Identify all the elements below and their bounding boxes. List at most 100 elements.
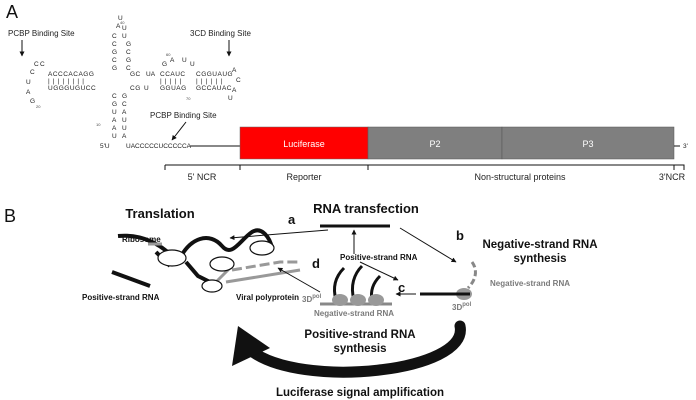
svg-text:C: C	[126, 49, 131, 56]
p3-label: P3	[582, 139, 593, 149]
center-right-arrow	[359, 261, 399, 281]
viral-polyprotein-label: Viral polyprotein	[236, 293, 299, 302]
svg-text:G: G	[122, 93, 127, 100]
svg-text:G: G	[112, 49, 117, 56]
five-prime-end: 5'U	[100, 143, 110, 150]
three-prime-end: 3'	[683, 143, 688, 150]
step-d-arrow	[277, 267, 321, 293]
3cd-binding-site-label: 3CD Binding Site	[190, 29, 251, 38]
svg-text:C: C	[122, 101, 127, 108]
svg-text:A: A	[170, 57, 175, 64]
amplification-arc	[244, 320, 466, 378]
positive-strand-rna-left-label: Positive-strand RNA	[82, 293, 160, 302]
svg-text:C: C	[34, 61, 39, 68]
negative-strand-rna-center-label: Negative-strand RNA	[314, 309, 394, 318]
svg-text:GGUAG: GGUAG	[160, 85, 187, 92]
ribosome-label: Ribosome	[122, 235, 161, 244]
svg-text:U: U	[26, 79, 31, 86]
svg-text:C: C	[236, 77, 241, 84]
svg-text:UGGGUGUCC: UGGGUGUCC	[48, 85, 96, 92]
translation-label: Translation	[125, 206, 194, 221]
svg-text:C: C	[126, 65, 131, 72]
panel-b-label: B	[4, 206, 16, 226]
panel-a-label: A	[6, 2, 18, 22]
svg-text:||||||||: ||||||||	[48, 78, 87, 85]
svg-text:C: C	[112, 41, 117, 48]
svg-text:10: 10	[96, 122, 101, 127]
three-ncr-label: 3'NCR	[659, 172, 686, 182]
step-c-label: c	[398, 280, 405, 295]
p2-label: P2	[429, 139, 440, 149]
svg-text:G: G	[30, 98, 35, 105]
svg-text:G: G	[112, 65, 117, 72]
svg-text:C: C	[112, 33, 117, 40]
svg-text:A: A	[26, 89, 31, 96]
svg-text:A: A	[116, 23, 121, 30]
svg-text:A: A	[122, 109, 127, 116]
positive-strand-rna-center-label: Positive-strand RNA	[340, 253, 418, 262]
svg-text:C: C	[112, 57, 117, 64]
negative-strand-synthesis-line2: synthesis	[513, 253, 566, 265]
luciferase-signal-amplification-label: Luciferase signal amplification	[276, 387, 444, 399]
svg-text:60: 60	[166, 52, 171, 57]
svg-text:U: U	[122, 33, 127, 40]
pcbp-bottom-arrow	[171, 121, 187, 141]
svg-text:C: C	[112, 93, 117, 100]
svg-text:CGGUAUG: CGGUAUG	[196, 71, 233, 78]
svg-text:U: U	[112, 133, 117, 140]
svg-text:A: A	[232, 87, 237, 94]
luciferase-segment	[239, 126, 369, 160]
poly-c-tract: UACCCCCUCCCCCA	[126, 143, 192, 150]
svg-text:G: G	[112, 101, 117, 108]
step-b-label: b	[456, 228, 464, 243]
translation-cluster	[111, 228, 301, 293]
svg-text:GC: GC	[130, 71, 141, 78]
svg-text:CCAUC: CCAUC	[160, 71, 186, 78]
svg-text:C: C	[30, 69, 35, 76]
svg-text:U: U	[182, 57, 187, 64]
svg-text:U: U	[112, 109, 117, 116]
five-ncr-label: 5' NCR	[188, 172, 217, 182]
nonstructural-label: Non-structural proteins	[474, 172, 566, 182]
p2-segment	[367, 126, 503, 160]
svg-text:U: U	[144, 85, 149, 92]
svg-text:|||||: |||||	[160, 78, 184, 85]
region-brackets	[164, 164, 685, 170]
polymerase-center-label: 3Dpol	[302, 294, 322, 304]
svg-text:U: U	[228, 95, 233, 102]
negative-strand-rna-right-label: Negative-strand RNA	[490, 279, 570, 288]
svg-text:A: A	[112, 125, 117, 132]
svg-text:G: G	[126, 41, 131, 48]
luciferase-label: Luciferase	[283, 139, 325, 149]
svg-text:U: U	[190, 61, 195, 68]
svg-text:20: 20	[36, 104, 41, 109]
p3-segment	[501, 126, 675, 160]
svg-text:A: A	[112, 117, 117, 124]
step-b-arrow	[399, 227, 457, 263]
svg-text:G: G	[126, 57, 131, 64]
reporter-label: Reporter	[286, 172, 321, 182]
pcbp-binding-site-top-label: PCBP Binding Site	[8, 29, 75, 38]
rna-transfection-label: RNA transfection	[313, 201, 419, 216]
svg-text:CG: CG	[130, 85, 141, 92]
pcbp-binding-site-bottom-label: PCBP Binding Site	[150, 111, 217, 120]
svg-text:70: 70	[186, 96, 191, 101]
positive-strand-synthesis-line2: synthesis	[333, 343, 386, 355]
replication-complex	[320, 264, 392, 306]
step-a-label: a	[288, 212, 296, 227]
negative-strand-synthesis-line1: Negative-strand RNA	[482, 239, 597, 251]
svg-text:U: U	[118, 15, 123, 22]
svg-text:A: A	[122, 133, 127, 140]
svg-text:G: G	[162, 61, 167, 68]
step-d-label: d	[312, 256, 320, 271]
amplification-arrowhead	[232, 326, 270, 366]
polymerase-right-label: 3Dpol	[452, 302, 472, 312]
svg-text:||||||: ||||||	[196, 78, 225, 85]
svg-text:C: C	[40, 61, 45, 68]
svg-text:U: U	[122, 125, 127, 132]
svg-text:U: U	[122, 117, 127, 124]
svg-text:GCCAUAC: GCCAUAC	[196, 85, 232, 92]
svg-text:ACCCACAGG: ACCCACAGG	[48, 71, 94, 78]
